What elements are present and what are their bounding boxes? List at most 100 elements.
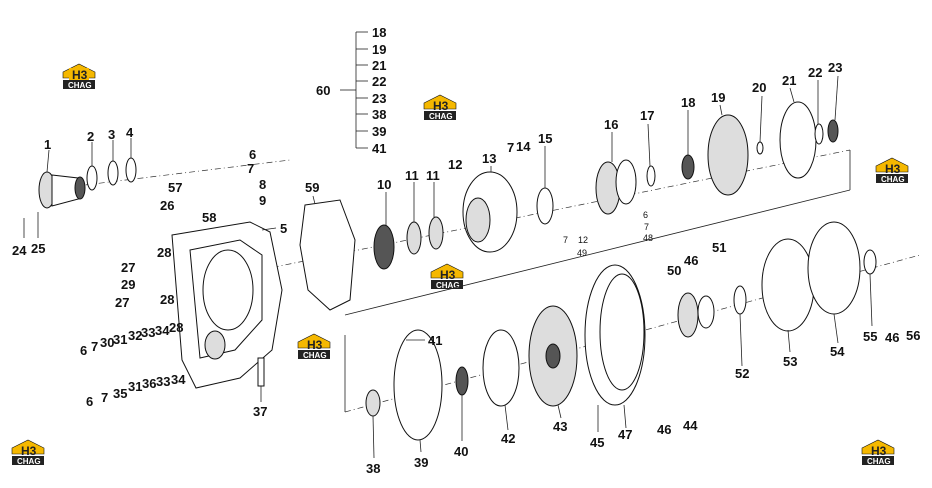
- label-small-7: 7: [644, 222, 649, 232]
- label-31b: 31: [128, 379, 142, 394]
- logo-bottom-left: H3 CHAG: [11, 439, 45, 466]
- part-52-plate: [733, 285, 747, 315]
- label-21: 21: [782, 73, 796, 88]
- part-40-seal: [455, 366, 469, 396]
- part-50-flange: [677, 292, 715, 338]
- svg-text:H3: H3: [433, 99, 449, 113]
- label-16: 16: [604, 117, 618, 132]
- part-20-ring: [756, 141, 764, 155]
- label-23: 23: [828, 60, 842, 75]
- svg-text:H3: H3: [440, 268, 456, 282]
- label-38: 38: [366, 461, 380, 476]
- logo-mid-center: H3 CHAG: [430, 263, 464, 290]
- label-17: 17: [640, 108, 654, 123]
- svg-text:CHAG: CHAG: [429, 112, 453, 121]
- part-11-bearing-a: [406, 221, 422, 255]
- part-10-gear: [373, 224, 395, 270]
- label-12: 12: [448, 157, 462, 172]
- logo-top-left: H3 CHAG: [62, 63, 96, 90]
- label-53: 53: [783, 354, 797, 369]
- label-33a: 33: [141, 325, 155, 340]
- label-32: 32: [128, 328, 142, 343]
- part-3-ring: [107, 160, 119, 186]
- label-40: 40: [454, 444, 468, 459]
- label-13: 13: [482, 151, 496, 166]
- label-11a: 11: [405, 168, 419, 183]
- label-57: 57: [168, 180, 182, 195]
- part-16-drum: [595, 159, 637, 215]
- svg-text:CHAG: CHAG: [436, 281, 460, 290]
- label-group-39: 39: [372, 124, 386, 139]
- label-52: 52: [735, 366, 749, 381]
- part-5-housing: [171, 221, 283, 389]
- label-15: 15: [538, 131, 552, 146]
- part-13-cover: [462, 171, 518, 253]
- label-46c: 46: [885, 330, 899, 345]
- label-22: 22: [808, 65, 822, 80]
- label-1: 1: [44, 137, 51, 152]
- part-43-disc: [528, 305, 578, 407]
- label-58: 58: [202, 210, 216, 225]
- label-28b: 28: [160, 292, 174, 307]
- label-39: 39: [414, 455, 428, 470]
- label-31a: 31: [113, 332, 127, 347]
- part-42-o-ring: [482, 329, 520, 407]
- label-42: 42: [501, 431, 515, 446]
- label-41: 41: [428, 333, 442, 348]
- label-small-6: 6: [643, 210, 648, 220]
- svg-text:CHAG: CHAG: [68, 81, 92, 90]
- label-56: 56: [906, 328, 920, 343]
- label-14: 14: [516, 139, 531, 154]
- label-34b: 34: [171, 372, 186, 387]
- label-28c: 28: [169, 320, 183, 335]
- label-5: 5: [280, 221, 287, 236]
- svg-text:H3: H3: [21, 444, 37, 458]
- label-group-21: 21: [372, 58, 386, 73]
- label-small-7b: 7: [563, 235, 568, 245]
- label-27b: 27: [115, 295, 129, 310]
- svg-text:CHAG: CHAG: [881, 175, 905, 184]
- label-7b: 7: [507, 140, 514, 155]
- label-36: 36: [142, 376, 156, 391]
- label-50: 50: [667, 263, 681, 278]
- label-group-22: 22: [372, 74, 386, 89]
- label-30: 30: [100, 335, 114, 350]
- part-labels: 1 2 3 4 5 6 7 8 9 10 11 11 12 13 7 14 15…: [12, 60, 920, 476]
- part-54-disc: [807, 221, 861, 315]
- label-54: 54: [830, 344, 845, 359]
- logo-right: H3 CHAG: [875, 157, 909, 184]
- part-38-bearing: [365, 389, 381, 417]
- part-4-ring: [125, 157, 137, 183]
- label-8: 8: [259, 177, 266, 192]
- upper-assembly-axis: [59, 149, 851, 316]
- label-group-19: 19: [372, 42, 386, 57]
- label-51: 51: [712, 240, 726, 255]
- logo-bottom-right: H3 CHAG: [861, 439, 895, 466]
- logo-mid-left: H3 CHAG: [297, 333, 331, 360]
- label-group-38: 38: [372, 107, 386, 122]
- logo-top-center: H3 CHAG: [423, 94, 457, 121]
- label-9: 9: [259, 193, 266, 208]
- label-35: 35: [113, 386, 127, 401]
- label-26: 26: [160, 198, 174, 213]
- label-3: 3: [108, 127, 115, 142]
- svg-text:CHAG: CHAG: [303, 351, 327, 360]
- svg-text:H3: H3: [885, 162, 901, 176]
- label-19: 19: [711, 90, 725, 105]
- label-group-23: 23: [372, 91, 386, 106]
- label-small-12: 12: [578, 235, 588, 245]
- part-37-bolt: [257, 357, 265, 387]
- label-46b: 46: [684, 253, 698, 268]
- svg-text:H3: H3: [871, 444, 887, 458]
- svg-text:H3: H3: [72, 68, 88, 82]
- label-45: 45: [590, 435, 604, 450]
- part-21-ring-gear: [779, 101, 817, 179]
- part-39-carrier: [393, 329, 443, 441]
- part-19-disc: [707, 114, 749, 196]
- label-43: 43: [553, 419, 567, 434]
- part-17-ring: [646, 165, 656, 187]
- label-11b: 11: [426, 168, 440, 183]
- label-6c: 6: [86, 394, 93, 409]
- label-group-41: 41: [372, 141, 386, 156]
